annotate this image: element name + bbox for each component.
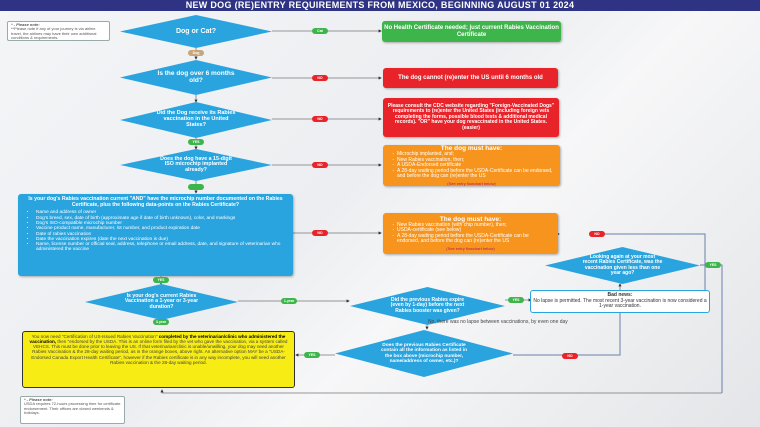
question-text: Did the Dog receive its Rabies vaccinati… [156, 110, 236, 128]
requirement-item: USDA-certificate (see below) [397, 228, 552, 234]
see-flowchart-link[interactable]: (See entry flowchart below) [447, 180, 496, 186]
yes-label: YES [508, 297, 524, 303]
top-note-text: **Please note if any of your journey is … [11, 26, 97, 41]
dog-label: Dog [188, 50, 204, 56]
question-text: Did the previous Rabies expire (even by … [390, 297, 465, 314]
no-microchip-requirements-box: The dog must have: Microchip implanted, … [383, 145, 560, 186]
no-label: NO [312, 116, 328, 122]
checklist-item: Date of rabies vaccination [36, 232, 283, 237]
no-label: NO [562, 353, 578, 359]
rabies-checklist-box: Is your dog's Rabies vaccination current… [18, 194, 293, 276]
requirement-item: A USDA-Endorsed certificate [397, 163, 554, 169]
checklist-item: Name, license number or official seal, a… [36, 242, 283, 253]
yes-label: YES [188, 139, 204, 145]
top-note: * - Please note:**Please note if any of … [7, 21, 110, 41]
question-text: Dog or Cat? [175, 27, 217, 35]
yellow-text-1: You now need "Certification of US-Issued… [31, 334, 158, 339]
under-6-months-box: The dog cannot (re)enter the US until 6 … [383, 68, 558, 88]
bottom-note: * - Please note:USDA requires 72-hours p… [20, 396, 125, 424]
usda-certification-box: You now need "Certification of US-Issued… [22, 331, 295, 388]
question-text: Looking again at your most recent Rabies… [582, 254, 663, 276]
see-flowchart-link[interactable]: (See entry flowchart below) [446, 245, 495, 251]
page-title: NEW DOG (RE)ENTRY REQUIREMENTS FROM MEXI… [0, 0, 760, 11]
foreign-vaccinated-box: Please consult the CDC website regarding… [383, 98, 559, 137]
cat-label: Cat [312, 28, 328, 34]
no-label: NO [589, 231, 605, 237]
requirement-item: Microchip implanted, and; [397, 152, 554, 158]
yellow-text-2: then "endorsed by the USDA. This is an o… [31, 339, 288, 365]
checklist-question: Is your dog's Rabies vaccination current… [28, 196, 283, 208]
question-text: Does the previous Rabies Certificate con… [380, 343, 468, 364]
top-note-heading: * - Please note: [11, 22, 40, 27]
requirement-item: A 28-day waiting period before the USDA-… [397, 168, 554, 180]
bad-news-text: No lapse is permitted. The most recent 3… [533, 297, 707, 309]
yellow-text-bold: completed by the veterinarian/clinic who… [29, 334, 286, 345]
bad-news-box: Bad news:No lapse is permitted. The most… [530, 290, 710, 313]
question-text: Is your dog's current Rabies Vaccination… [124, 292, 199, 310]
checklist-item: Dog's ISO-compatible microchip number [36, 221, 283, 226]
bottom-note-text: USDA requires 72-hours processing time f… [24, 401, 121, 416]
question-text: Does the dog have a 15-digit ISO microch… [160, 155, 232, 173]
cat-result-box: No Health Certificate needed; just curre… [382, 21, 561, 42]
requirement-item: A 28-day waiting period before the USDA-… [397, 233, 552, 245]
yes-label [188, 184, 204, 190]
checklist-item: Name and address of owner [36, 210, 283, 215]
bottom-note-heading: * - Please note: [24, 397, 53, 402]
no-label: NO [312, 230, 328, 236]
one-year-label: 1-year [281, 298, 297, 304]
checklist-item: Date the vaccination expires (date the n… [36, 237, 283, 242]
bad-news-heading: Bad news: [607, 292, 633, 298]
checklist-item: Dog's breed, sex, date of birth (approxi… [36, 216, 283, 221]
checklist-item: Vaccine product name, manufacturer, lot … [36, 226, 283, 231]
three-year-label: 3-year [153, 319, 169, 325]
box-heading: The dog must have: [439, 215, 502, 223]
no-label: NO [312, 75, 328, 81]
no-label: NO [312, 162, 328, 168]
requirement-item: New Rabies vaccination (with chip number… [397, 222, 552, 229]
revaccination-requirements-box: The dog must have: New Rabies vaccinatio… [383, 213, 558, 254]
yes-label: YES [153, 277, 169, 283]
requirement-item: New Rabies vaccination, then; [397, 157, 554, 164]
yes-label: YES [304, 352, 320, 358]
yes-label: YES [705, 262, 721, 268]
question-text: Is the dog over 6 months old? [157, 69, 235, 84]
no-lapse-text: No, there was no lapse between vaccinati… [428, 319, 568, 325]
box-heading: The dog must have: [440, 144, 503, 152]
